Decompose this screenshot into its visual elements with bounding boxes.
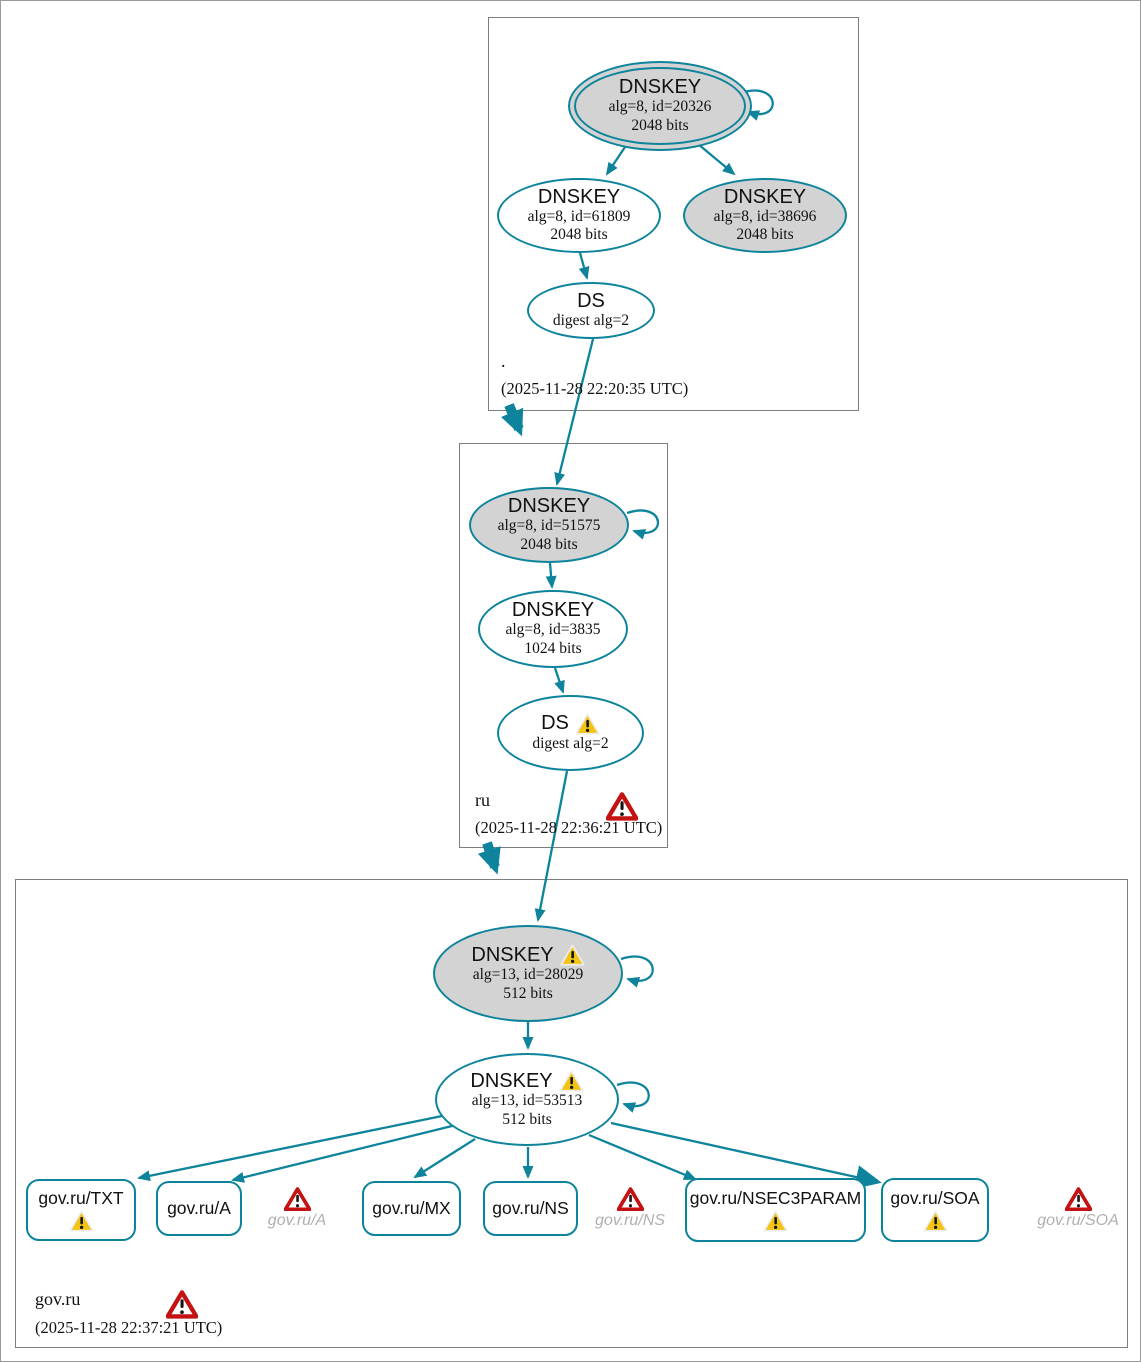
node-title: DS: [577, 289, 605, 312]
node-alg: alg=8, id=20326: [608, 98, 712, 116]
dnskey-node-root-zsk[interactable]: DNSKEY alg=8, id=61809 2048 bits: [497, 178, 661, 253]
node-bits: 2048 bits: [736, 226, 794, 243]
node-title: DNSKEY: [618, 76, 702, 99]
node-alg: alg=13, id=28029: [472, 966, 584, 984]
zone-label-ru: ru: [475, 790, 490, 810]
zone-box-govru: [15, 879, 1128, 1348]
warning-triangle-icon: [560, 944, 585, 966]
warning-triangle-icon: [763, 1210, 788, 1232]
dnskey-node-root-ksk[interactable]: DNSKEY alg=8, id=20326 2048 bits: [568, 61, 752, 151]
node-title: DNSKEY: [511, 599, 595, 622]
node-alg: alg=8, id=3835: [505, 621, 601, 639]
rrset-node-govru-ns[interactable]: gov.ru/NS: [483, 1181, 578, 1236]
rrset-label: gov.ru/TXT: [38, 1188, 124, 1208]
node-title: DNSKEY: [723, 185, 807, 208]
rrset-node-govru-nsec3param[interactable]: gov.ru/NSEC3PARAM: [685, 1178, 866, 1242]
error-triangle-icon: [1064, 1187, 1092, 1212]
dnskey-node-ru-ksk[interactable]: DNSKEY alg=8, id=51575 2048 bits: [469, 487, 629, 563]
node-alg: alg=8, id=38696: [713, 207, 817, 225]
rrset-label: gov.ru/A: [167, 1198, 231, 1218]
ds-node-ru[interactable]: DS digest alg=2: [497, 695, 644, 771]
dnskey-node-govru-zsk[interactable]: DNSKEY alg=13, id=53513 512 bits: [435, 1053, 619, 1146]
node-bits: 2048 bits: [550, 226, 608, 243]
zone-timestamp-ru: (2025-11-28 22:36:21 UTC): [475, 818, 663, 837]
dnskey-node-ru-zsk[interactable]: DNSKEY alg=8, id=3835 1024 bits: [478, 590, 628, 668]
zone-timestamp-root: (2025-11-28 22:20:35 UTC): [501, 379, 689, 398]
edge-govru-ksk-selfloop: [620, 955, 654, 988]
edge-zsk-to-nsec3param: [588, 1133, 697, 1181]
node-bits: 512 bits: [502, 1110, 552, 1128]
rrset-error-label: gov.ru/SOA: [1037, 1212, 1119, 1230]
rrset-node-govru-mx[interactable]: gov.ru/MX: [362, 1181, 461, 1236]
rrset-label: gov.ru/NS: [492, 1198, 569, 1218]
node-alg: alg=8, id=51575: [497, 517, 601, 535]
node-bits: 1024 bits: [524, 639, 582, 657]
rrset-error-label: gov.ru/A: [267, 1212, 327, 1230]
edge-root-ksk-to-zsk: [605, 143, 628, 176]
error-triangle-icon: [606, 792, 638, 821]
node-title: DS: [541, 712, 569, 735]
rrset-label: gov.ru/MX: [372, 1198, 451, 1218]
rrset-node-govru-soa[interactable]: gov.ru/SOA: [881, 1178, 989, 1242]
rrset-error-govru-soa[interactable]: gov.ru/SOA: [1037, 1187, 1119, 1230]
edge-ru-ksk-selfloop: [626, 509, 660, 540]
node-alg: alg=13, id=53513: [471, 1092, 583, 1110]
edge-zsk-to-soa: [610, 1121, 882, 1189]
error-triangle-icon: [166, 1290, 198, 1319]
zone-label-govru: gov.ru: [35, 1289, 81, 1309]
edge-delegation-root-to-ru: [501, 403, 524, 437]
rrset-node-govru-a[interactable]: gov.ru/A: [156, 1181, 242, 1236]
error-triangle-icon: [616, 1187, 644, 1212]
dnskey-node-govru-ksk[interactable]: DNSKEY alg=13, id=28029 512 bits: [433, 925, 623, 1022]
ds-node-root[interactable]: DS digest alg=2: [527, 282, 655, 339]
rrset-error-govru-ns[interactable]: gov.ru/NS: [595, 1187, 665, 1230]
node-title: DNSKEY: [471, 943, 554, 966]
edge-ru-zsk-to-ds: [553, 667, 565, 694]
warning-triangle-icon: [68, 1210, 94, 1232]
rrset-label: gov.ru/NSEC3PARAM: [689, 1188, 862, 1208]
edge-zsk-to-txt: [137, 1113, 448, 1182]
node-title: DNSKEY: [507, 495, 591, 518]
node-bits: 2048 bits: [631, 116, 689, 134]
edge-zsk-to-mx: [413, 1138, 476, 1179]
node-bits: 512 bits: [503, 984, 553, 1002]
edge-ru-ds-to-govru-ksk: [534, 770, 569, 922]
node-alg: digest alg=2: [532, 734, 609, 752]
edge-root-ksk-to-ksk2: [697, 143, 736, 176]
zone-timestamp-govru: (2025-11-28 22:37:21 UTC): [35, 1318, 223, 1337]
error-triangle-icon: [283, 1187, 311, 1212]
dnskey-node-root-ksk2[interactable]: DNSKEY alg=8, id=38696 2048 bits: [683, 178, 847, 253]
edge-root-ds-to-ru-ksk: [554, 338, 595, 486]
warning-triangle-icon: [922, 1210, 948, 1232]
node-alg: digest alg=2: [552, 311, 630, 329]
node-title: DNSKEY: [470, 1069, 553, 1092]
edge-root-zsk-to-ds: [578, 252, 590, 280]
zone-label-root: .: [501, 351, 506, 371]
zone-error-govru: [166, 1290, 198, 1324]
node-alg: alg=8, id=61809: [527, 207, 631, 225]
warning-triangle-icon: [575, 713, 600, 735]
edge-ru-ksk-to-zsk: [545, 562, 557, 589]
edge-delegation-ru-to-govru: [477, 841, 501, 875]
node-title: DNSKEY: [537, 185, 621, 208]
zone-error-ru: [606, 792, 638, 826]
zone-box-ru: [459, 443, 668, 848]
rrset-error-label: gov.ru/NS: [595, 1212, 665, 1230]
edge-govru-zsk-selfloop: [616, 1081, 650, 1113]
node-bits: 2048 bits: [520, 535, 578, 553]
edge-root-ksk-selfloop: [740, 89, 774, 121]
edge-zsk-to-a: [231, 1123, 457, 1183]
rrset-error-govru-a[interactable]: gov.ru/A: [267, 1187, 327, 1230]
rrset-node-govru-txt[interactable]: gov.ru/TXT: [26, 1179, 136, 1241]
warning-triangle-icon: [559, 1070, 584, 1092]
rrset-label: gov.ru/SOA: [890, 1188, 980, 1208]
zone-box-root: [488, 17, 859, 411]
